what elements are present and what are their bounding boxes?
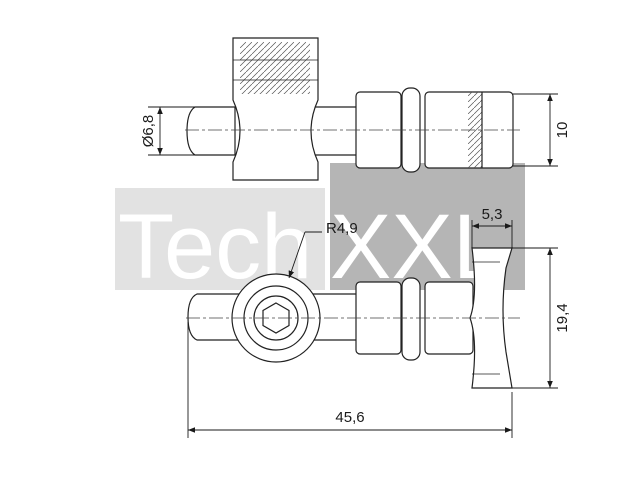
bottom-oring [401,277,421,361]
height-top-label: 10 [554,122,571,139]
top-view [186,37,514,181]
nut-height-label: 19,4 [554,303,571,332]
top-thread-hatch [240,42,310,94]
hex-socket [262,302,290,334]
top-pin-shaft [186,106,236,156]
nut-width-label: 5,3 [482,206,503,223]
watermark: Tech XXL [115,163,525,298]
overall-length-label: 45,6 [335,409,364,426]
diameter-label: Ø6,8 [140,115,157,148]
bottom-dimensions [187,220,558,438]
top-dimensions [148,93,558,167]
bottom-pin-shaft [187,293,241,341]
radius-label: R4,9 [326,220,358,237]
